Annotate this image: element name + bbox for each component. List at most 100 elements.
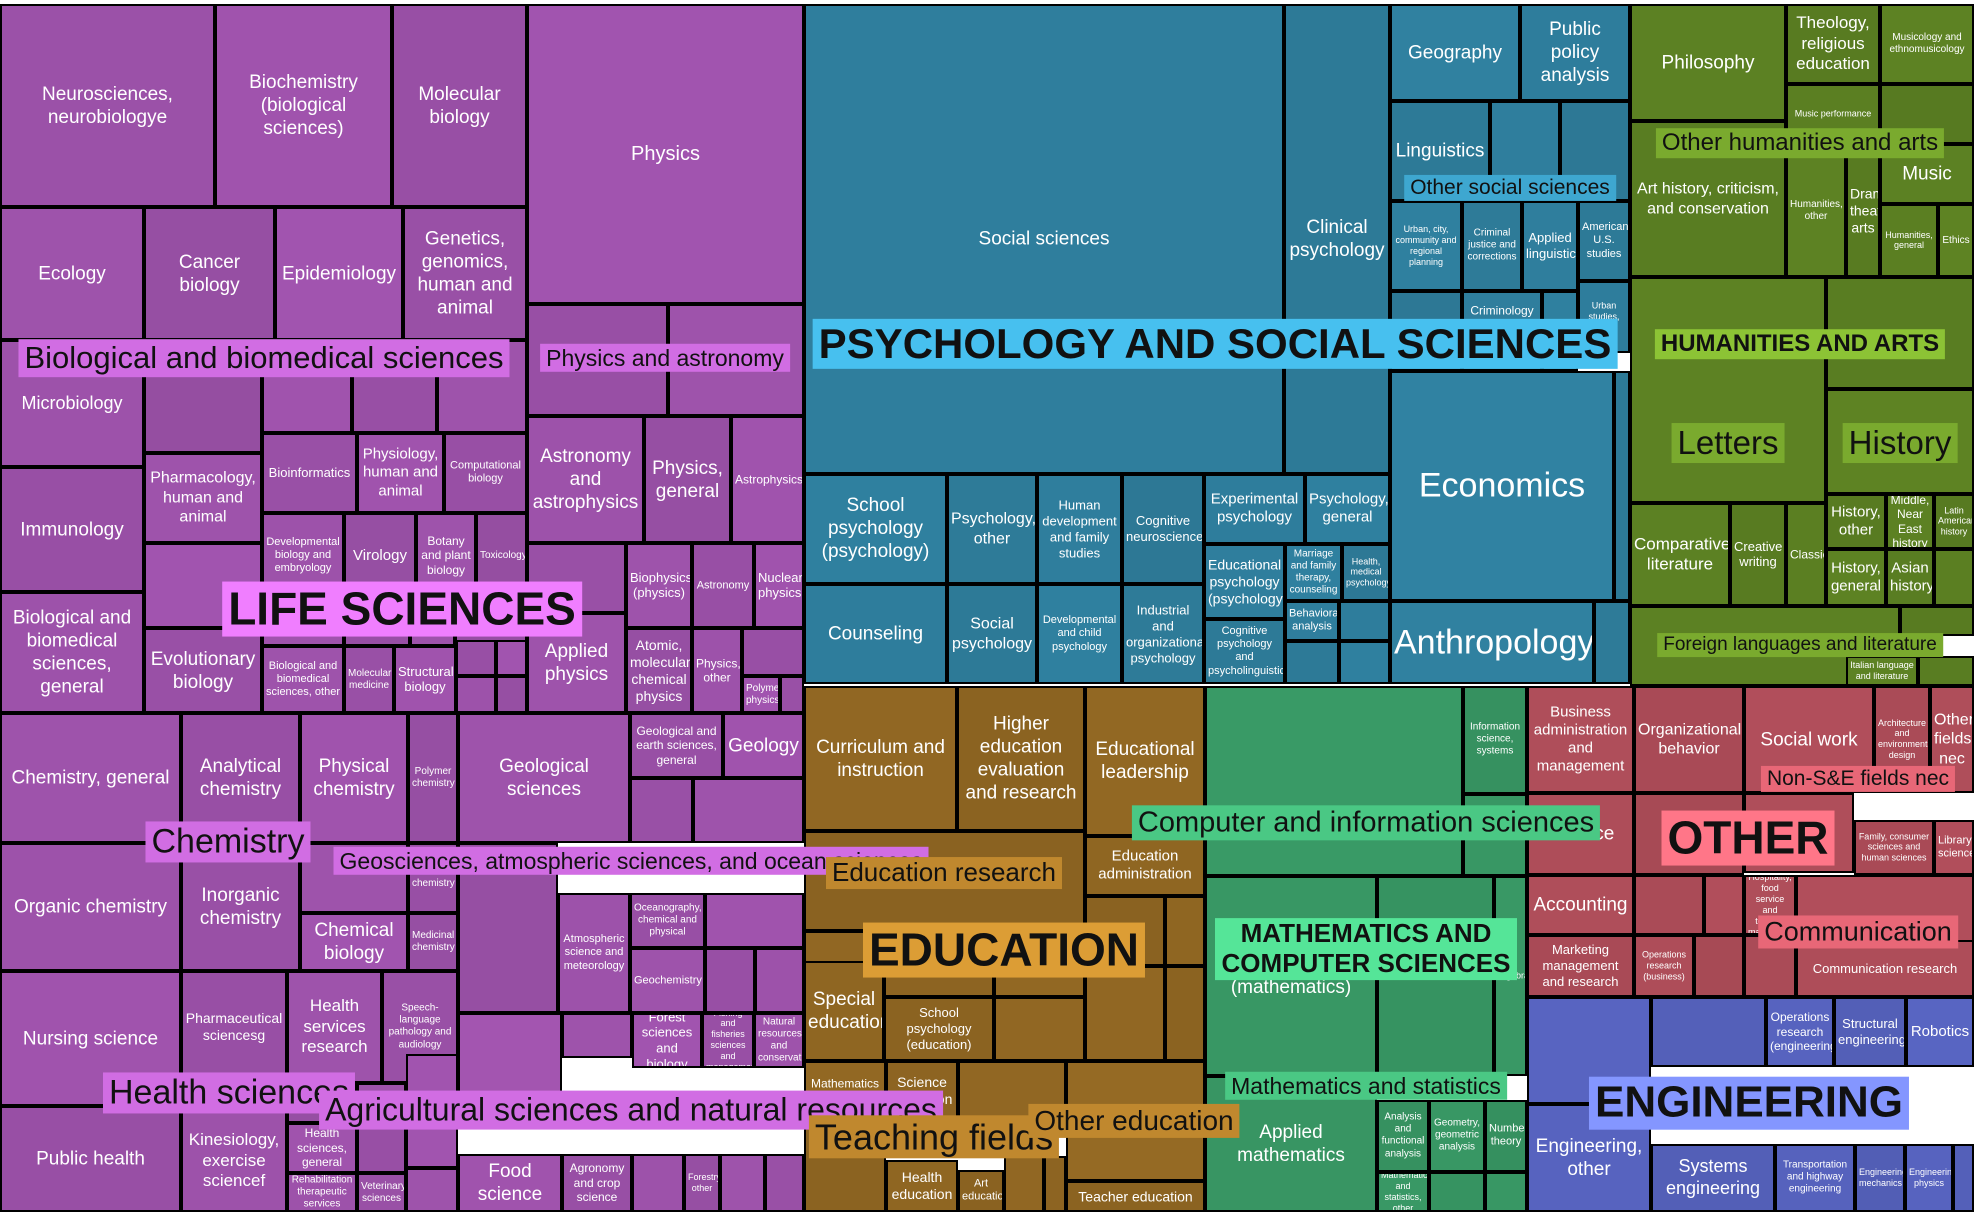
treemap-cell-physics-general: Physics, general <box>644 416 731 543</box>
treemap-cell <box>1630 277 1826 503</box>
treemap-cell-physics-other: Physics, other <box>692 628 742 713</box>
treemap-cell-special-education: Special education <box>804 961 884 1061</box>
cell-label: Social work <box>1760 728 1858 750</box>
cell-label: Human development and family studies <box>1042 497 1117 560</box>
treemap-cell <box>705 893 804 948</box>
treemap-cell <box>456 640 496 676</box>
cell-label: Nursing science <box>22 1027 159 1049</box>
treemap-cell <box>720 1154 765 1212</box>
treemap-cell-structural-engineering: Structural engineering <box>1834 997 1906 1067</box>
cell-label: History, other <box>1831 503 1881 539</box>
cell-label: Clinical psychology <box>1289 216 1385 261</box>
treemap-cell <box>456 676 496 713</box>
treemap-cell-structural-biology: Structural biology <box>394 646 456 713</box>
cell-label: Art history, criticism, and conservation <box>1637 180 1779 217</box>
treemap-cell-ecology: Ecology <box>0 207 144 340</box>
treemap-cell-engineering-physics: Engineering physics <box>1905 1144 1953 1212</box>
treemap-cell-analytical-chemistry: Analytical chemistry <box>181 713 300 843</box>
treemap-cell <box>496 676 527 713</box>
group-label-non-s-e-fields-nec: Non-S&E fields nec <box>1760 765 1956 793</box>
cell-label: Biochemistry (biological sciences) <box>249 71 358 140</box>
treemap-cell-communication-research: Communication research <box>1796 940 1974 997</box>
domain-label-psychology-and-social-sciences: PSYCHOLOGY AND SOCIAL SCIENCES <box>812 318 1618 370</box>
treemap-cell-creative-writing: Creative writing <box>1730 503 1786 606</box>
cell-label: Mathematics and statistics, other <box>1381 1172 1429 1212</box>
treemap-cell-educational-psychology-psychology: Educational psychology (psychology) <box>1204 544 1285 619</box>
treemap-cell <box>1339 601 1390 641</box>
treemap-cell-human-development-and-family-studies: Human development and family studies <box>1037 474 1122 584</box>
cell-label: Behavioral analysis <box>1289 607 1339 633</box>
treemap-cell-ethics: Ethics <box>1938 204 1974 277</box>
cell-label: Organic chemistry <box>13 896 168 918</box>
treemap-cell <box>1651 997 1766 1067</box>
treemap-cell-psychology-general: Psychology, general <box>1305 474 1390 544</box>
cell-label: Classics <box>1790 547 1824 562</box>
cell-label: Psychology, other <box>951 510 1037 547</box>
treemap-cell-immunology: Immunology <box>0 467 144 592</box>
treemap-cell <box>1934 549 1974 606</box>
cell-label: Fishing and fisheries sciences and manag… <box>706 1015 754 1068</box>
treemap-cell-physical-chemistry: Physical chemistry <box>300 713 408 843</box>
cell-label: Communication research <box>1812 960 1958 976</box>
treemap-cell-systems-engineering: Systems engineering <box>1651 1144 1775 1212</box>
cell-label: Natural resources and conservation <box>758 1016 804 1064</box>
treemap-cell-criminal-justice-and-corrections: Criminal justice and corrections <box>1462 201 1522 291</box>
treemap-cell-atomic-molecular-chemical-physics: Atomic, molecular, chemical physics <box>626 628 692 713</box>
cell-label: Pharmaceutical sciencesg <box>185 1009 283 1043</box>
cell-label: Evolutionary biology <box>150 648 256 693</box>
treemap-cell <box>1918 656 1974 686</box>
cell-label: Genetics, genomics, human and animal <box>417 228 513 319</box>
treemap-cell-classics: Classics <box>1786 503 1826 606</box>
cell-label: Number theory <box>1489 1122 1527 1148</box>
cell-label: Industrial and organizational psychology <box>1126 602 1204 665</box>
treemap-cell-american-u-s-studies: American U.S. studies <box>1578 201 1630 281</box>
group-label-other-humanities-and-arts: Other humanities and arts <box>1655 128 1945 158</box>
cell-label: Education administration <box>1098 847 1192 883</box>
cell-label: Geological sciences <box>499 755 589 800</box>
treemap-cell-biophysics-physics: Biophysics (physics) <box>626 543 692 628</box>
treemap-cell-inorganic-chemistry: Inorganic chemistry <box>181 843 300 971</box>
cell-label: Engineering physics <box>1909 1167 1953 1188</box>
cell-label: Comparative literature <box>1634 533 1730 574</box>
treemap-cell <box>1634 875 1704 935</box>
treemap-cell-astronomy: Astronomy <box>692 543 754 628</box>
cell-label: Neurosciences, neurobiologye <box>42 83 173 128</box>
treemap-cell-musicology-and-ethnomusicology: Musicology and ethnomusicology <box>1880 4 1974 84</box>
treemap-cell-information-science-systems: Information science, systems <box>1463 686 1527 794</box>
treemap-cell-rehabilitation-therapeutic-services: Rehabilitation therapeutic services <box>287 1173 357 1212</box>
domain-label-mathematics-and-computer-sciences: MATHEMATICS AND COMPUTER SCIENCES <box>1215 918 1517 980</box>
cell-label: Art education <box>962 1177 1004 1203</box>
treemap-cell-public-policy-analysis: Public policy analysis <box>1520 4 1630 101</box>
treemap-cell-polymer-chemistry: Polymer chemistry <box>408 713 458 843</box>
group-label-other-education: Other education <box>1028 1103 1240 1139</box>
treemap-cell-middle-near-east-history: Middle, Near East history <box>1886 494 1934 549</box>
cell-label: Analysis and functional analysis <box>1381 1111 1425 1160</box>
treemap-cell-geology: Geology <box>723 713 804 778</box>
cell-label: Criminal justice and corrections <box>1467 227 1517 264</box>
cell-label: Operations research (business) <box>1641 949 1687 982</box>
treemap-cell-public-health: Public health <box>0 1106 181 1212</box>
treemap-cell-marketing-management-and-research: Marketing management and research <box>1527 935 1634 997</box>
cell-label: American U.S. studies <box>1582 220 1629 260</box>
treemap-cell-geological-sciences: Geological sciences <box>458 713 630 843</box>
domain-label-other: OTHER <box>1661 810 1835 866</box>
treemap-cell-clinical-psychology: Clinical psychology <box>1284 4 1390 474</box>
treemap-cell-atmospheric-science-and-meteorology: Atmospheric science and meteorology <box>558 893 630 1013</box>
cell-label: Molecular biology <box>418 83 501 128</box>
group-label-computer-and-information-sciences: Computer and information sciences <box>1131 805 1601 841</box>
cell-label: Operations research (engineering) <box>1770 1010 1834 1054</box>
cell-label: Forestry, other <box>688 1172 720 1193</box>
treemap-cell-veterinary-sciences: Veterinary sciences <box>357 1173 406 1212</box>
treemap-cell-curriculum-and-instruction: Curriculum and instruction <box>804 686 957 831</box>
cell-label: Asian history <box>1890 559 1934 595</box>
cell-label: Bioinformatics <box>268 465 351 481</box>
cell-label: Educational leadership <box>1095 738 1195 783</box>
treemap-cell-astronomy-and-astrophysics: Astronomy and astrophysics <box>527 416 644 543</box>
cell-label: Anthropology <box>1394 622 1594 661</box>
treemap-cell-kinesiology-exercise-sciencef: Kinesiology, exercise sciencef <box>181 1110 287 1212</box>
cell-label: Italian language and literature <box>1850 660 1914 681</box>
treemap-cell <box>705 948 755 1013</box>
cell-label: Social sciences <box>978 228 1110 250</box>
group-label-communication: Communication <box>1758 915 1958 949</box>
